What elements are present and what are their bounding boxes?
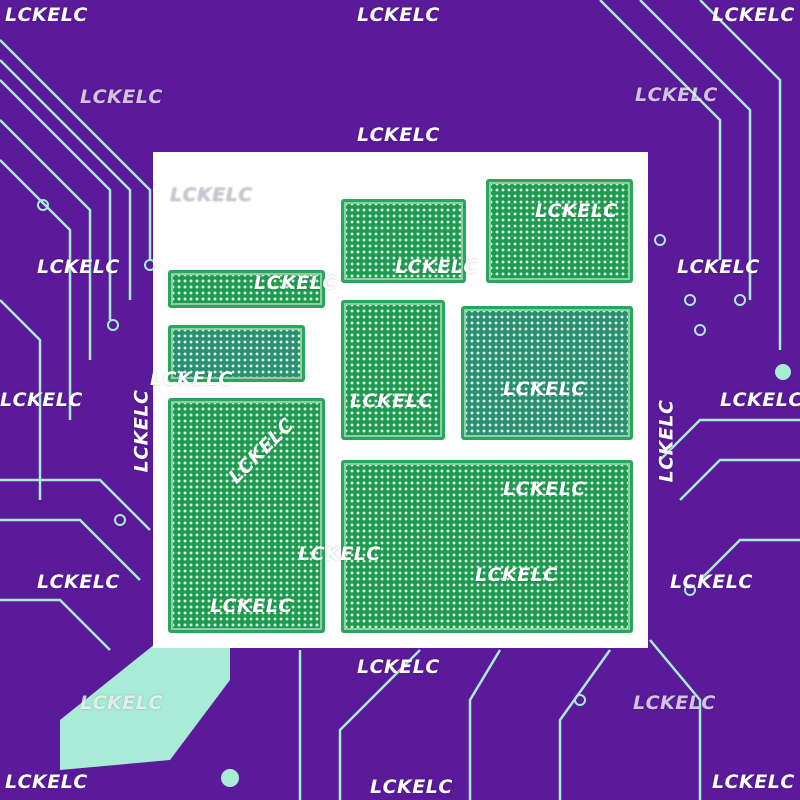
watermark: LCKELC xyxy=(130,389,153,473)
watermark: LCKELC xyxy=(677,256,760,278)
watermark: LCKELC xyxy=(0,389,83,411)
watermark: LCKELC xyxy=(298,543,381,565)
watermark: LCKELC xyxy=(712,771,795,793)
watermark: LCKELC xyxy=(210,595,293,617)
pcb-board-strip xyxy=(168,270,325,308)
watermark: LCKELC xyxy=(37,256,120,278)
watermark: LCKELC xyxy=(655,399,678,483)
watermark: LCKELC xyxy=(670,571,753,593)
watermark: LCKELC xyxy=(395,256,478,278)
pcb-board-medium xyxy=(341,199,466,283)
watermark: LCKELC xyxy=(80,692,163,714)
watermark: LCKELC xyxy=(254,272,337,294)
watermark: LCKELC xyxy=(635,84,718,106)
watermark: LCKELC xyxy=(503,378,586,400)
watermark: LCKELC xyxy=(37,571,120,593)
watermark: LCKELC xyxy=(535,200,618,222)
watermark: LCKELC xyxy=(357,124,440,146)
watermark: LCKELC xyxy=(5,4,88,26)
pcb-board-largest xyxy=(341,460,633,633)
watermark: LCKELC xyxy=(357,4,440,26)
watermark: LCKELC xyxy=(633,692,716,714)
pcb-board-wide xyxy=(461,306,633,440)
watermark: LCKELC xyxy=(5,771,88,793)
watermark: LCKELC xyxy=(720,389,800,411)
watermark: LCKELC xyxy=(475,564,558,586)
watermark: LCKELC xyxy=(170,184,253,206)
pcb-board-medium-large xyxy=(486,179,633,283)
watermark: LCKELC xyxy=(80,86,163,108)
watermark: LCKELC xyxy=(350,390,433,412)
pcb-board-portrait xyxy=(341,300,445,440)
watermark: LCKELC xyxy=(503,478,586,500)
pcb-board-large-portrait xyxy=(168,398,325,633)
watermark: LCKELC xyxy=(712,4,795,26)
watermark: LCKELC xyxy=(357,656,440,678)
pcb-board-small xyxy=(168,325,305,382)
watermark: LCKELC xyxy=(150,368,233,390)
watermark: LCKELC xyxy=(370,776,453,798)
